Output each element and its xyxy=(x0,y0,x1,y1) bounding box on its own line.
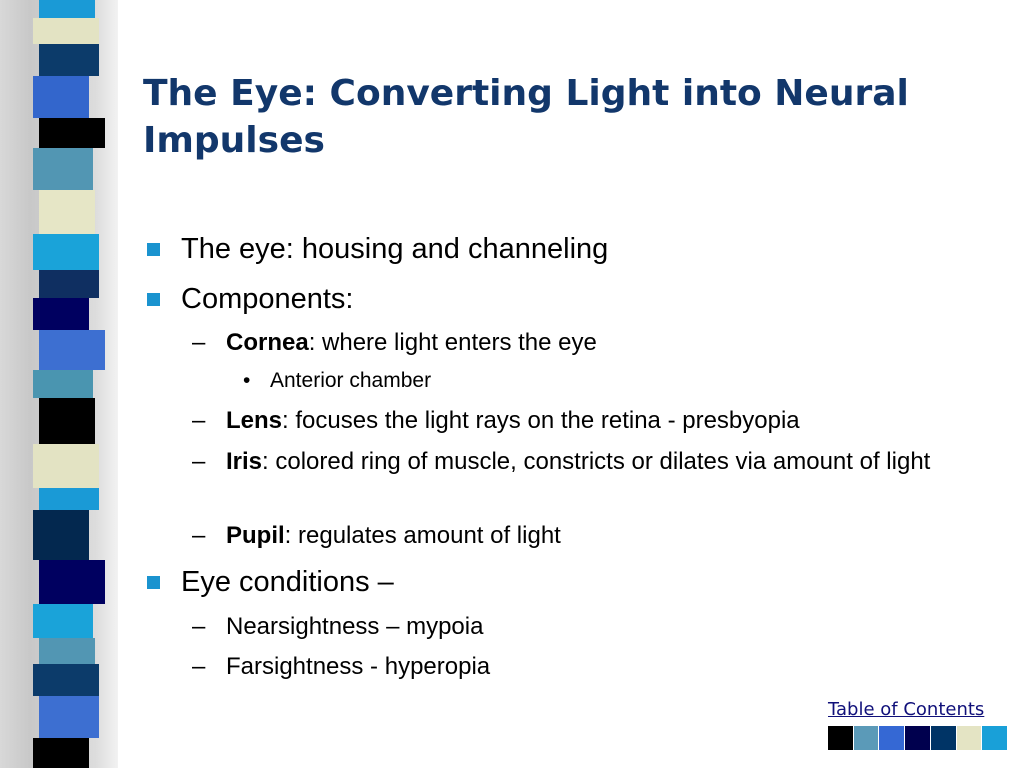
color-swatch xyxy=(905,726,930,750)
decorative-stripe xyxy=(33,604,93,638)
bullet-text: Eye conditions – xyxy=(181,566,394,598)
sub-bullet-lens: – Lens: focuses the light rays on the re… xyxy=(192,404,986,437)
square-bullet-icon xyxy=(147,576,160,589)
decorative-stripe xyxy=(39,190,95,234)
decorative-stripe xyxy=(33,738,89,768)
desc-iris: : colored ring of muscle, constricts or … xyxy=(262,448,931,475)
table-of-contents-link[interactable]: Table of Contents xyxy=(828,699,985,720)
decorative-stripe xyxy=(39,0,95,18)
bullet-components: Components: xyxy=(147,282,354,316)
color-swatch xyxy=(828,726,853,750)
sub-bullet-iris: – Iris: colored ring of muscle, constric… xyxy=(192,445,986,478)
sub-sub-bullet-anterior-chamber: • Anterior chamber xyxy=(243,368,432,394)
decorative-stripe xyxy=(33,444,99,488)
decorative-stripe xyxy=(39,118,105,148)
bullet-text: Components: xyxy=(181,283,354,315)
bullet-text: Anterior chamber xyxy=(270,369,432,392)
sub-bullet-cornea: – Cornea: where light enters the eye xyxy=(192,326,986,359)
decorative-stripe xyxy=(39,398,95,444)
decorative-stripe xyxy=(39,270,99,298)
sub-bullet-nearsightedness: – Nearsightness – mypoia xyxy=(192,610,986,643)
decorative-stripe xyxy=(39,488,99,510)
desc-lens: : focuses the light rays on the retina -… xyxy=(282,407,800,434)
stripe-column xyxy=(33,0,105,768)
dash-marker: – xyxy=(192,448,206,475)
dot-marker: • xyxy=(243,369,251,392)
decorative-stripe xyxy=(33,298,89,330)
color-swatch xyxy=(982,726,1008,750)
desc-pupil: : regulates amount of light xyxy=(284,522,561,549)
decorative-stripe xyxy=(33,18,99,44)
sub-bullet-pupil: – Pupil: regulates amount of light xyxy=(192,519,986,552)
decorative-stripe xyxy=(39,330,105,370)
left-decorative-band xyxy=(0,0,118,768)
bullet-conditions: Eye conditions – xyxy=(147,565,394,599)
decorative-stripe xyxy=(39,696,99,738)
sub-bullet-farsightedness: – Farsightness - hyperopia xyxy=(192,650,986,683)
color-swatch xyxy=(853,726,879,750)
square-bullet-icon xyxy=(147,243,160,256)
slide-title: The Eye: Converting Light into Neural Im… xyxy=(143,73,909,161)
dash-marker: – xyxy=(192,329,206,356)
term-iris: Iris xyxy=(226,448,263,475)
decorative-stripe xyxy=(33,234,99,270)
bullet-text: The eye: housing and channeling xyxy=(181,233,609,265)
color-swatch-bar xyxy=(828,726,1008,750)
term-cornea: Cornea xyxy=(226,329,309,356)
color-swatch xyxy=(930,726,956,750)
dash-marker: – xyxy=(192,407,206,434)
decorative-stripe xyxy=(33,510,89,560)
bullet-text: Farsightness - hyperopia xyxy=(226,653,491,680)
decorative-stripe xyxy=(33,148,93,190)
color-swatch xyxy=(879,726,905,750)
decorative-stripe xyxy=(33,370,93,398)
term-lens: Lens xyxy=(226,407,283,434)
bullet-text: Nearsightness – mypoia xyxy=(226,613,484,640)
decorative-stripe xyxy=(39,638,95,664)
dash-marker: – xyxy=(192,653,206,680)
decorative-stripe xyxy=(39,560,105,604)
color-swatch xyxy=(956,726,982,750)
desc-cornea: : where light enters the eye xyxy=(308,329,597,356)
term-pupil: Pupil xyxy=(226,522,285,549)
dash-marker: – xyxy=(192,522,206,549)
decorative-stripe xyxy=(33,76,89,118)
decorative-stripe xyxy=(33,664,99,696)
bullet-housing: The eye: housing and channeling xyxy=(147,232,609,266)
square-bullet-icon xyxy=(147,293,160,306)
decorative-stripe xyxy=(39,44,99,76)
dash-marker: – xyxy=(192,613,206,640)
